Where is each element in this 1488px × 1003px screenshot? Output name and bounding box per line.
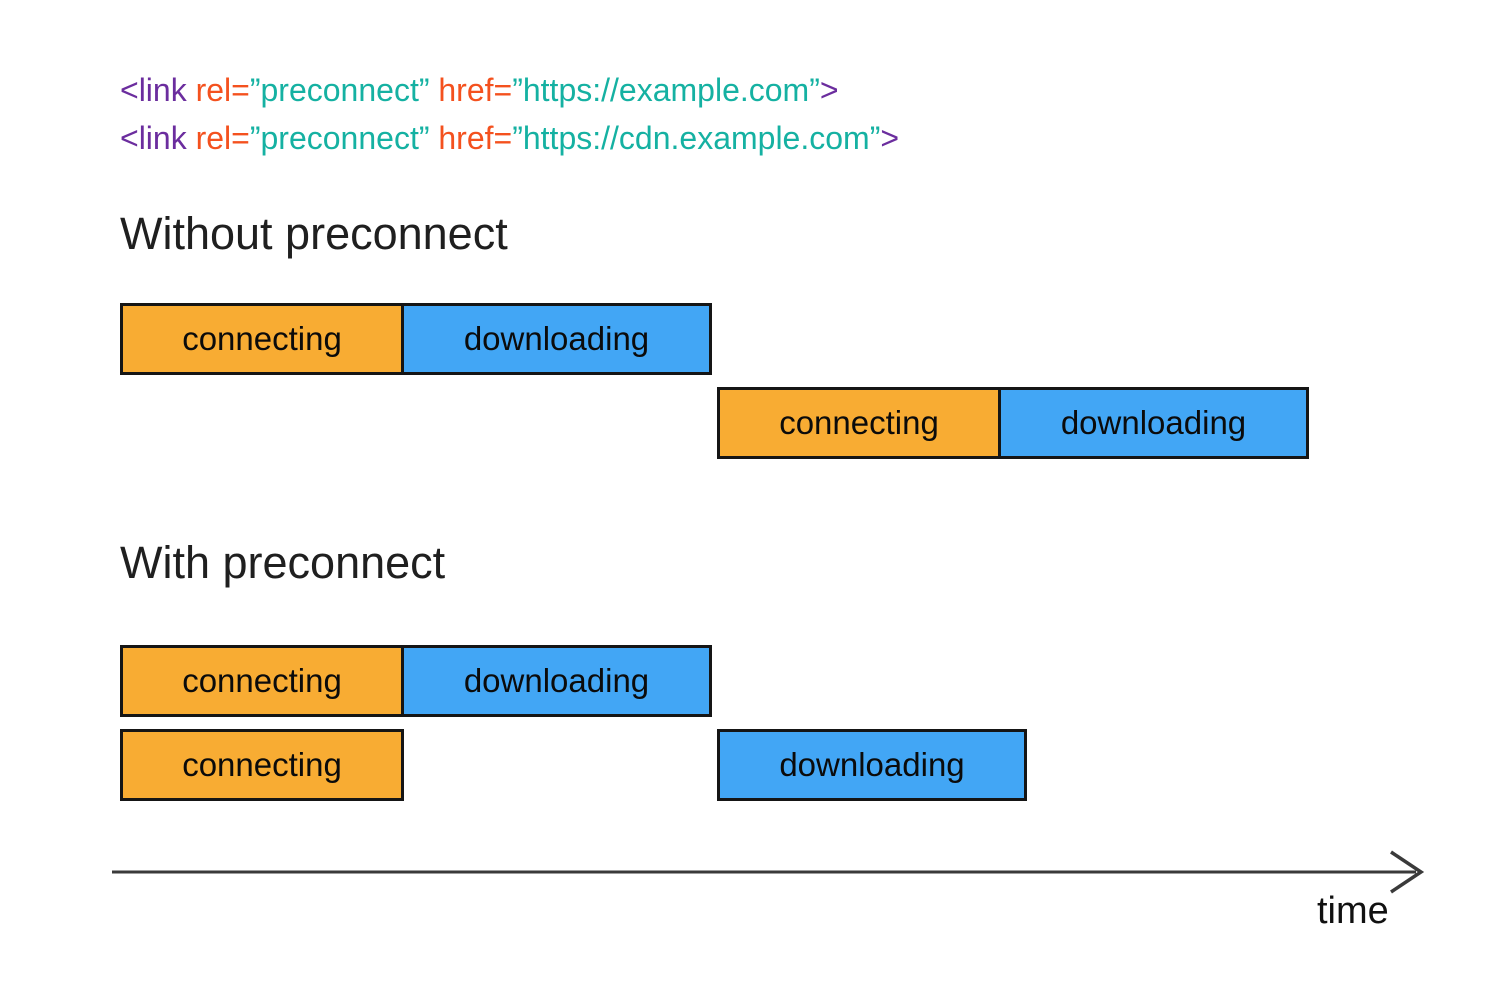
code-token-value: ”preconnect” — [249, 72, 439, 108]
time-axis-label: time — [1317, 890, 1389, 932]
segment-downloading: downloading — [401, 303, 712, 375]
code-token-tag: > — [819, 72, 839, 108]
code-token-tag: <link — [120, 72, 196, 108]
code-token-value: ”https://example.com” — [512, 72, 820, 108]
code-token-tag: <link — [120, 120, 196, 156]
timeline-bar-without-request1: connecting downloading — [120, 303, 712, 375]
segment-connecting: connecting — [120, 645, 404, 717]
code-token-attr: href= — [438, 120, 513, 156]
timeline-bar-without-request2: connecting downloading — [717, 387, 1309, 459]
heading-with-preconnect: With preconnect — [120, 537, 446, 588]
code-line-2: <link rel=”preconnect” href=”https://cdn… — [120, 114, 899, 162]
code-token-attr: rel= — [195, 72, 250, 108]
code-token-value: ”preconnect” — [249, 120, 439, 156]
segment-connecting: connecting — [120, 303, 404, 375]
segment-connecting: connecting — [717, 387, 1001, 459]
segment-downloading: downloading — [401, 645, 712, 717]
code-token-value: ”https://cdn.example.com” — [512, 120, 881, 156]
code-token-tag: > — [880, 120, 900, 156]
segment-downloading: downloading — [998, 387, 1309, 459]
timeline-bar-with-request1: connecting downloading — [120, 645, 712, 717]
code-line-1: <link rel=”preconnect” href=”https://exa… — [120, 66, 899, 114]
code-snippet: <link rel=”preconnect” href=”https://exa… — [120, 66, 899, 162]
segment-connecting: connecting — [120, 729, 404, 801]
code-token-attr: rel= — [195, 120, 250, 156]
heading-without-preconnect: Without preconnect — [120, 208, 508, 259]
time-axis-arrow-icon — [112, 850, 1425, 894]
code-token-attr: href= — [438, 72, 513, 108]
segment-downloading: downloading — [717, 729, 1027, 801]
